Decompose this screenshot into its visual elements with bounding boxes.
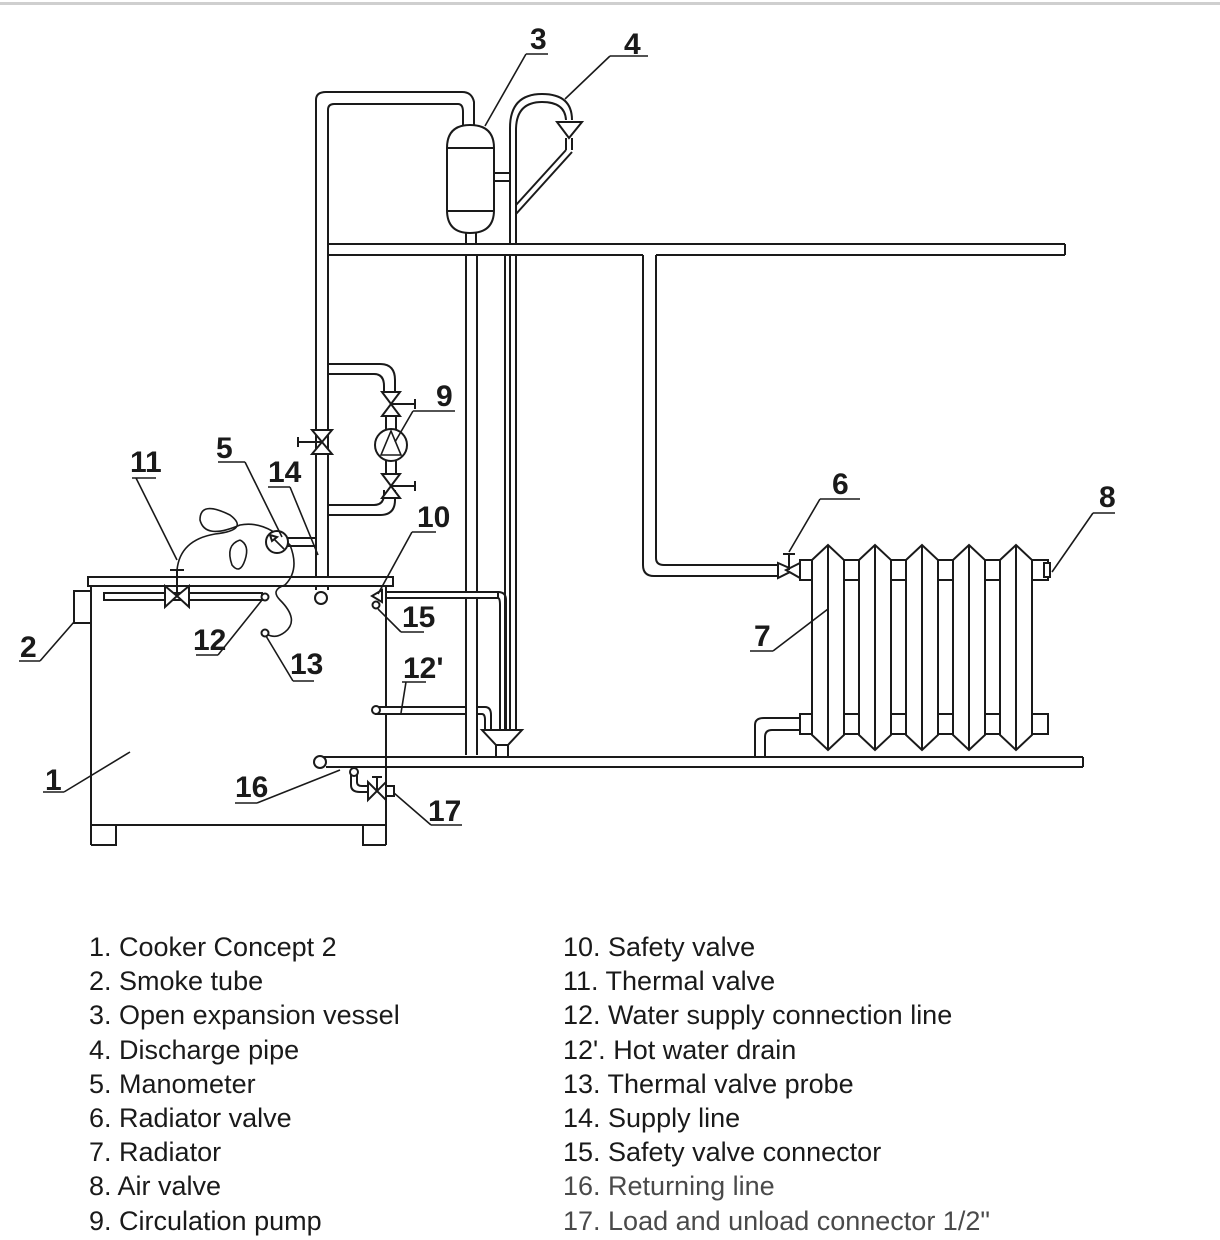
legend-item: 12. Water supply connection line bbox=[563, 1000, 953, 1031]
legend-item: 14. Supply line bbox=[563, 1103, 741, 1134]
legend-item: 8. Air valve bbox=[89, 1171, 222, 1202]
legend-left-column: 1. Cooker Concept 2 2. Smoke tube 3. Ope… bbox=[89, 930, 400, 1238]
callout-2: 2 bbox=[20, 631, 37, 664]
callout-7: 7 bbox=[754, 620, 771, 653]
callout-6: 6 bbox=[832, 468, 849, 501]
callout-5: 5 bbox=[216, 432, 233, 465]
callout-15: 15 bbox=[402, 601, 435, 634]
return-downpipes bbox=[465, 255, 517, 755]
legend-item: 7. Radiator bbox=[89, 1137, 222, 1168]
radiator-feed-pipe bbox=[642, 255, 778, 577]
return-pipe bbox=[313, 717, 1084, 769]
callout-11: 11 bbox=[130, 446, 162, 479]
legend-item: 5. Manometer bbox=[89, 1068, 256, 1099]
legend-item: 11. Thermal valve bbox=[563, 966, 776, 997]
legend-item: 6. Radiator valve bbox=[89, 1103, 292, 1134]
radiator bbox=[799, 543, 1051, 752]
legend-item: 2. Smoke tube bbox=[89, 966, 264, 997]
callout-3: 3 bbox=[530, 23, 547, 56]
callout-12-prime: 12' bbox=[403, 652, 444, 685]
legend-item: 12'. Hot water drain bbox=[563, 1034, 797, 1065]
heating-system-diagram: 1 2 3 4 5 6 7 8 9 10 11 12 12' 13 14 15 … bbox=[19, 23, 1116, 846]
callout-13: 13 bbox=[290, 648, 323, 681]
callout-12: 12 bbox=[193, 624, 226, 657]
legend-item: 17. Load and unload connector 1/2" bbox=[563, 1205, 990, 1236]
pump-bypass bbox=[328, 363, 416, 516]
legend-item: 13. Thermal valve probe bbox=[563, 1068, 854, 1099]
expansion-vessel bbox=[446, 123, 510, 245]
callout-labels: 1 2 3 4 5 6 7 8 9 10 11 12 12' 13 14 15 … bbox=[20, 23, 1116, 828]
air-valve bbox=[1043, 562, 1051, 578]
legend-item: 4. Discharge pipe bbox=[89, 1034, 300, 1065]
legend-item: 10. Safety valve bbox=[563, 932, 756, 962]
supply-riser bbox=[315, 91, 475, 590]
callout-14: 14 bbox=[268, 456, 302, 489]
callout-17: 17 bbox=[428, 795, 461, 828]
discharge-pipe bbox=[509, 92, 585, 245]
legend-item: 15. Safety valve connector bbox=[563, 1137, 882, 1168]
cooker-body bbox=[73, 507, 525, 846]
riser-valve bbox=[297, 429, 335, 455]
top-border bbox=[0, 2, 1220, 5]
legend-item: 9. Circulation pump bbox=[89, 1205, 322, 1236]
legend-item: 16. Returning line bbox=[563, 1171, 775, 1202]
leader-lines bbox=[19, 53, 1115, 826]
callout-1: 1 bbox=[45, 764, 62, 797]
callout-16: 16 bbox=[235, 771, 268, 804]
callout-9: 9 bbox=[436, 380, 453, 413]
callout-4: 4 bbox=[624, 28, 641, 61]
legend-right-column: 10. Safety valve 11. Thermal valve 12. W… bbox=[563, 930, 990, 1238]
legend-item: 1. Cooker Concept 2 bbox=[89, 932, 337, 962]
callout-10: 10 bbox=[417, 501, 450, 534]
callout-8: 8 bbox=[1099, 481, 1116, 514]
top-distribution-pipe bbox=[328, 243, 1066, 256]
legend-item: 3. Open expansion vessel bbox=[89, 1000, 400, 1031]
